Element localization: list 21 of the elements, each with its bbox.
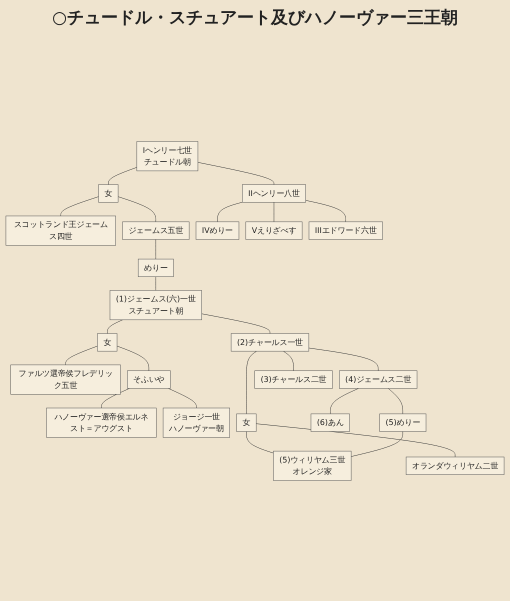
connector <box>201 314 270 334</box>
connector <box>308 348 378 372</box>
chart-title: ○チュードル・スチュアート及びハノーヴァー三王朝 <box>51 7 459 30</box>
connector <box>388 388 404 414</box>
connector <box>60 196 99 216</box>
connector <box>108 167 138 185</box>
connector <box>246 350 257 414</box>
connector <box>101 388 130 408</box>
connector <box>305 200 346 222</box>
connector <box>118 196 156 222</box>
connector <box>116 346 150 372</box>
connector <box>283 350 294 372</box>
connector <box>246 431 274 454</box>
connector <box>330 388 359 414</box>
connector <box>198 162 274 185</box>
connector <box>107 320 123 334</box>
connector <box>256 423 456 458</box>
connector <box>168 388 197 408</box>
connector <box>217 202 242 222</box>
connector <box>65 346 98 366</box>
connector <box>350 431 404 457</box>
